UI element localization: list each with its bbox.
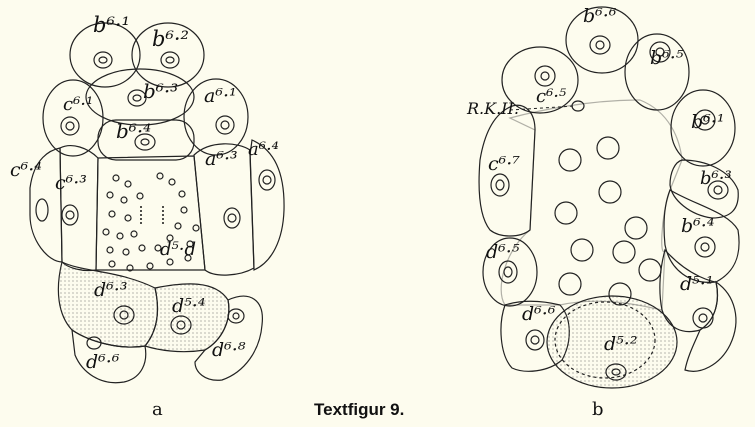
label-b66: b⁶·⁶ (583, 5, 617, 27)
label-d68: d⁶·⁸ (212, 339, 246, 361)
figure-title: Textfigur 9. (314, 400, 404, 419)
label-d52: d⁵·² (604, 333, 637, 355)
label-b63: b⁶·³ (700, 168, 732, 189)
label-d66: d⁶·⁶ (86, 351, 120, 373)
label-c67: c⁶·⁷ (488, 153, 520, 175)
panel-b-caption: b (592, 399, 604, 420)
label-d65: d⁶·⁵ (486, 241, 520, 263)
label-d54: d⁵·⁴ (172, 295, 205, 317)
label-b63: b⁶·³ (143, 79, 178, 103)
label-rk: R.K.II. (466, 99, 519, 118)
embryo-panel-a (30, 23, 284, 383)
label-c61: c⁶·¹ (63, 94, 93, 115)
label-a63: a⁶·³ (205, 148, 238, 170)
cell-b-interior-outline (501, 100, 682, 310)
embryo-panel-b (479, 7, 739, 388)
cell-c63 (60, 146, 98, 271)
cell-right-lower (685, 282, 736, 371)
label-c63: c⁶·³ (55, 172, 87, 194)
cell-b65 (625, 34, 689, 110)
label-a61: a⁶·¹ (204, 85, 237, 107)
label-d66: d⁶·⁶ (522, 303, 556, 325)
label-b64: b⁶·⁴ (681, 215, 714, 237)
label-b62: b⁶·² (152, 27, 189, 51)
yolk-granules-b (555, 137, 661, 305)
label-c65: c⁶·⁵ (536, 86, 566, 107)
label-b65: b⁶·⁵ (650, 47, 684, 69)
label-b61: b⁶·¹ (93, 13, 130, 37)
panel-a-caption: a (152, 399, 163, 420)
label-b64: b⁶·⁴ (116, 119, 151, 143)
label-d51: d⁵·¹ (680, 273, 713, 295)
label-a64: a⁶·⁴ (248, 139, 279, 160)
label-d5d: d⁵·d (160, 239, 196, 260)
label-b61: b⁶·¹ (691, 111, 724, 133)
label-c64: c⁶·⁴ (10, 159, 42, 181)
label-d63: d⁶·³ (94, 279, 127, 301)
